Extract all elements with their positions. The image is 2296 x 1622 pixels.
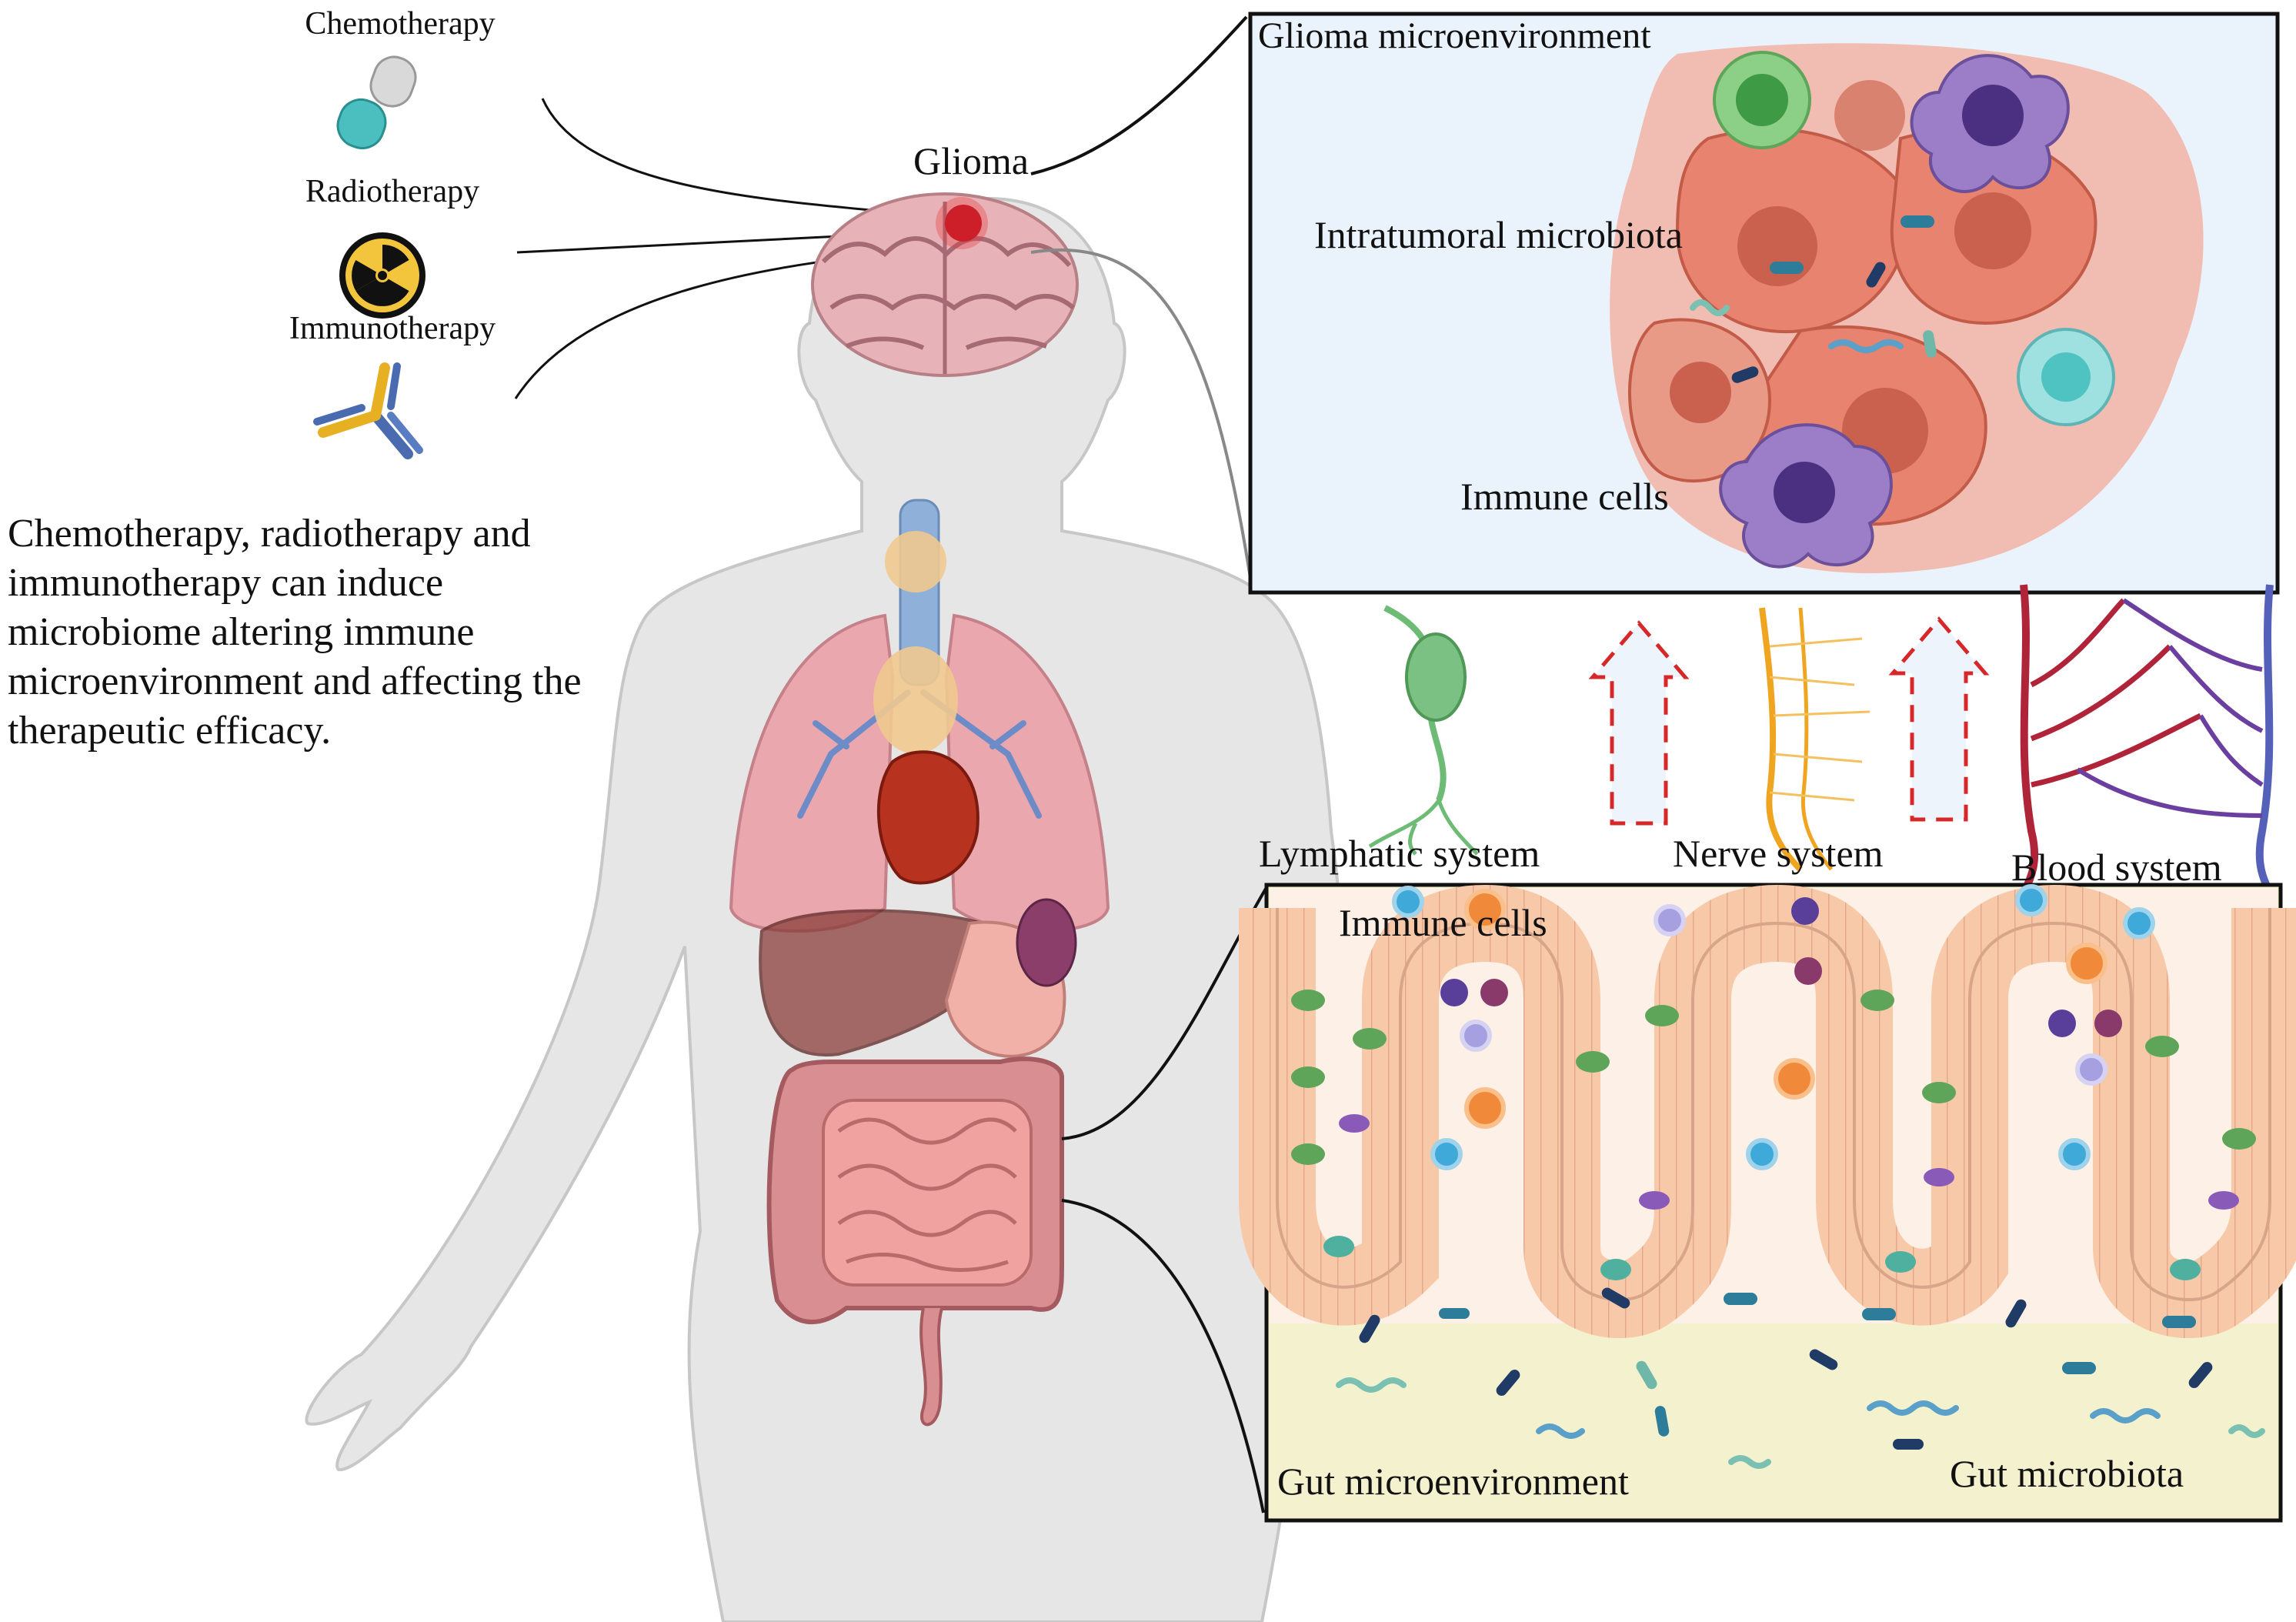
heart xyxy=(876,750,979,885)
nerve-fiber xyxy=(1759,607,1871,872)
connector-gut-bottom xyxy=(1061,1199,1265,1514)
lymphatic-vessel xyxy=(1368,605,1479,856)
dashed-arrow-right xyxy=(1888,616,1990,822)
t-cell-green xyxy=(1713,51,1811,149)
macrophage-cyan xyxy=(2017,328,2115,426)
glioma-panel-title: Glioma microenvironment xyxy=(1258,15,1651,56)
blood-vessels xyxy=(2020,584,2274,895)
antibody-icon xyxy=(313,362,423,459)
glioma-immune-cells-label: Immune cells xyxy=(1460,475,1669,518)
glioma-microenvironment-panel: Glioma microenvironment Intratumoral mic… xyxy=(1248,12,2280,595)
intestinal-villi xyxy=(1239,884,2296,1339)
dendritic-cell-lower xyxy=(1719,423,1893,569)
intratumoral-microbiota-label: Intratumoral microbiota xyxy=(1314,213,1683,256)
capsule-icon xyxy=(336,55,417,150)
gut-microenvironment-panel: Immune cells Gut microenvironment Gut mi… xyxy=(1239,883,2296,1523)
intratumoral-bacteria xyxy=(1690,215,1937,383)
goblet-cells xyxy=(1291,990,2256,1280)
blood-system-label: Blood system xyxy=(2011,846,2222,889)
chemo-arrow xyxy=(541,98,946,223)
chemotherapy-label: Chemotherapy xyxy=(305,6,495,42)
human-body xyxy=(305,192,1349,1622)
connector-brain-bottom xyxy=(1030,248,1254,593)
gut-microenvironment-label: Gut microenvironment xyxy=(1277,1460,1629,1503)
dashed-arrow-left xyxy=(1588,620,1690,826)
rectum xyxy=(919,1307,943,1427)
small-intestine xyxy=(822,1099,1033,1287)
gut-immune-cells xyxy=(1392,884,2155,1170)
glioma-tumor xyxy=(945,205,982,242)
glioma-label: Glioma xyxy=(913,139,1029,182)
summary-text: Chemotherapy, radiotherapy and immunothe… xyxy=(8,512,582,753)
radiotherapy-label: Radiotherapy xyxy=(305,174,479,209)
dendritic-cell-purple xyxy=(1910,54,2070,193)
gut-microbiota-label: Gut microbiota xyxy=(1950,1452,2184,1495)
lymphatic-system-label: Lymphatic system xyxy=(1259,832,1540,875)
nerve-system-label: Nerve system xyxy=(1673,832,1884,875)
radiation-hazard-icon xyxy=(339,232,425,319)
connector-brain-top xyxy=(1030,15,1248,175)
gut-immune-cells-label: Immune cells xyxy=(1339,901,1547,944)
spleen xyxy=(1016,898,1077,987)
immunotherapy-label: Immunotherapy xyxy=(289,311,496,346)
gut-bacteria xyxy=(1336,1287,2265,1469)
